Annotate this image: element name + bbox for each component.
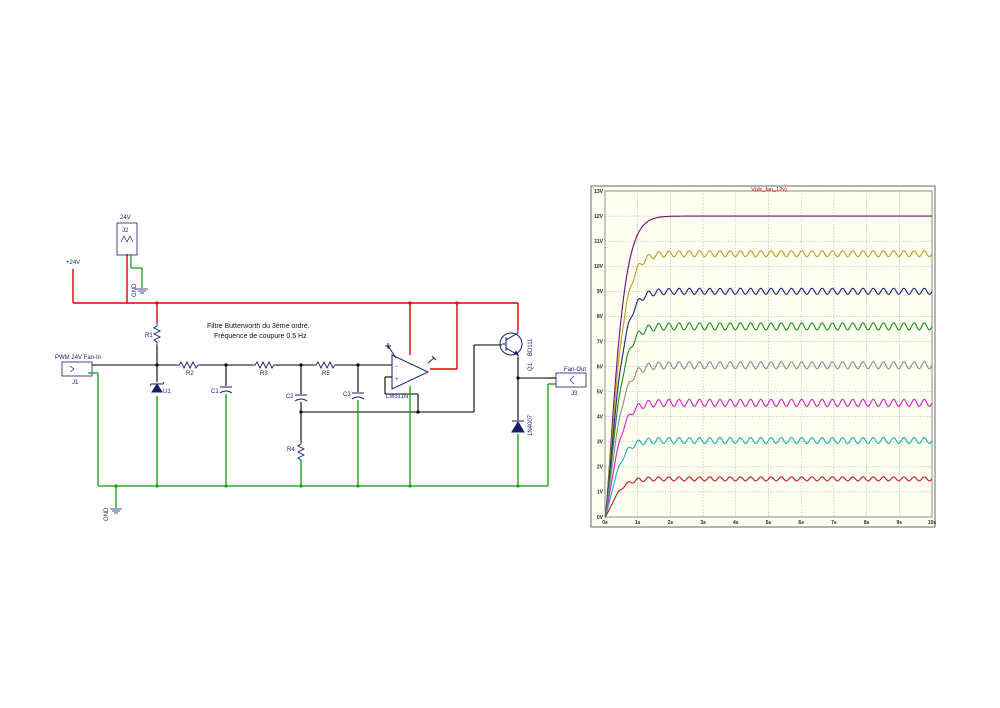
connector-j2 [116,222,138,256]
chart-background [590,185,936,528]
diode-1n4007 [511,420,525,433]
x-tick-label: 7s [831,520,837,526]
opamp-plus: + [395,377,399,383]
connector-j3 [555,372,587,388]
supply-wiring [72,254,519,370]
j1-label: J1 [72,380,79,386]
r5-label: R5 [322,371,330,377]
series-line [604,398,933,518]
x-tick-label: 3s [700,520,706,526]
y-tick-label: 12V [594,214,604,220]
capacitor-c1 [219,386,233,394]
y-tick-label: 8V [597,314,604,320]
j2-voltage-label: 24V [120,215,131,221]
j2-ground-wiring [130,254,143,288]
j3-label: J3 [571,391,578,397]
ground-icon [110,508,122,514]
y-tick-label: 9V [597,289,604,295]
capacitor-c3 [351,392,365,400]
x-tick-label: 5s [766,520,772,526]
x-tick-label: 4s [733,520,739,526]
capacitor-c2 [294,394,308,402]
transistor-part-label: BD111 [528,338,534,356]
resistor-r2 [176,360,200,370]
series-line [604,287,933,518]
y-tick-label: 6V [597,364,604,370]
y-tick-label: 2V [597,465,604,471]
y-tick-label: 11V [594,239,603,245]
y-tick-label: 7V [597,339,604,345]
y-tick-label: 0V [597,515,604,521]
series-line [604,250,933,518]
opamp-label: LM311N [386,394,408,400]
diode-label: 1N4007 [528,414,534,436]
y-tick-label: 1V [597,490,604,496]
transistor-ref-label: Q1 [528,362,534,371]
filter-subtitle: Fréquence de coupure 0.5 Hz [214,333,307,340]
x-tick-label: 6s [798,520,804,526]
input-label: PWM 24V Fan-In [55,355,101,361]
j1-pin-icon [69,365,75,373]
chart-tick-labels: 0s 1s 2s 3s 4s 5s 6s 7s 8s 9s 10s 0V 1V 2V 3V 4V 5V 6V 7V 8… [594,189,936,526]
x-tick-label: 2s [668,520,674,526]
filter-title: Filtre Butterworth du 3ème ordre. [207,323,310,330]
resistor-r4 [296,442,306,461]
chart-series-group [604,215,933,518]
x-tick-label: 9s [897,520,903,526]
series-line [604,476,933,518]
c2-label: C2 [286,394,294,400]
resistor-r1 [152,322,162,345]
series-line [604,436,933,518]
j3-pin-icon [569,375,575,385]
chart-title: V(dc_fan_12v) [751,187,787,193]
series-line [604,322,933,518]
x-tick-label: 0s [602,520,608,526]
gnd-label: GND [104,507,110,521]
signal-wiring [92,344,556,442]
connector-j1 [61,361,93,377]
j2-gnd-label: GND [132,283,138,297]
r1-label: R1 [145,333,153,339]
y-tick-label: 13V [594,189,604,195]
c3-label: C3 [343,392,351,398]
transistor-q1 [499,330,523,358]
output-label: Fan-Out [564,367,586,373]
y-tick-label: 4V [597,414,604,420]
resistor-r5 [313,360,337,370]
transient-chart: 0s 1s 2s 3s 4s 5s 6s 7s 8s 9s 10s 0V 1V 2V 3V 4V 5V 6V 7V 8… [590,185,936,528]
u1-label: U1 [163,389,171,395]
schematic: Filtre Butterworth du 3ème ordre. Fréque… [55,215,587,521]
j2-ground-icon [136,288,148,294]
x-tick-label: 1s [635,520,641,526]
opamp-lm311 [385,343,437,390]
r3-label: R3 [260,371,268,377]
j2-label: J2 [122,228,129,234]
c1-label: C1 [211,389,219,395]
junction-dots [114,301,520,488]
x-tick-label: 10s [928,520,937,526]
x-tick-label: 8s [864,520,870,526]
y-tick-label: 5V [597,389,604,395]
chart-grid [604,190,933,518]
r4-label: R4 [287,447,295,453]
r2-label: R2 [186,371,194,377]
y-tick-label: 3V [597,440,604,446]
supply-label: +24V [66,260,80,266]
zener-u1 [149,381,165,393]
resistor-r3 [252,360,276,370]
opamp-minus: − [395,364,399,370]
ground-wiring [88,372,556,508]
series-line [604,361,933,518]
y-tick-label: 10V [594,264,604,270]
series-line [604,215,932,518]
